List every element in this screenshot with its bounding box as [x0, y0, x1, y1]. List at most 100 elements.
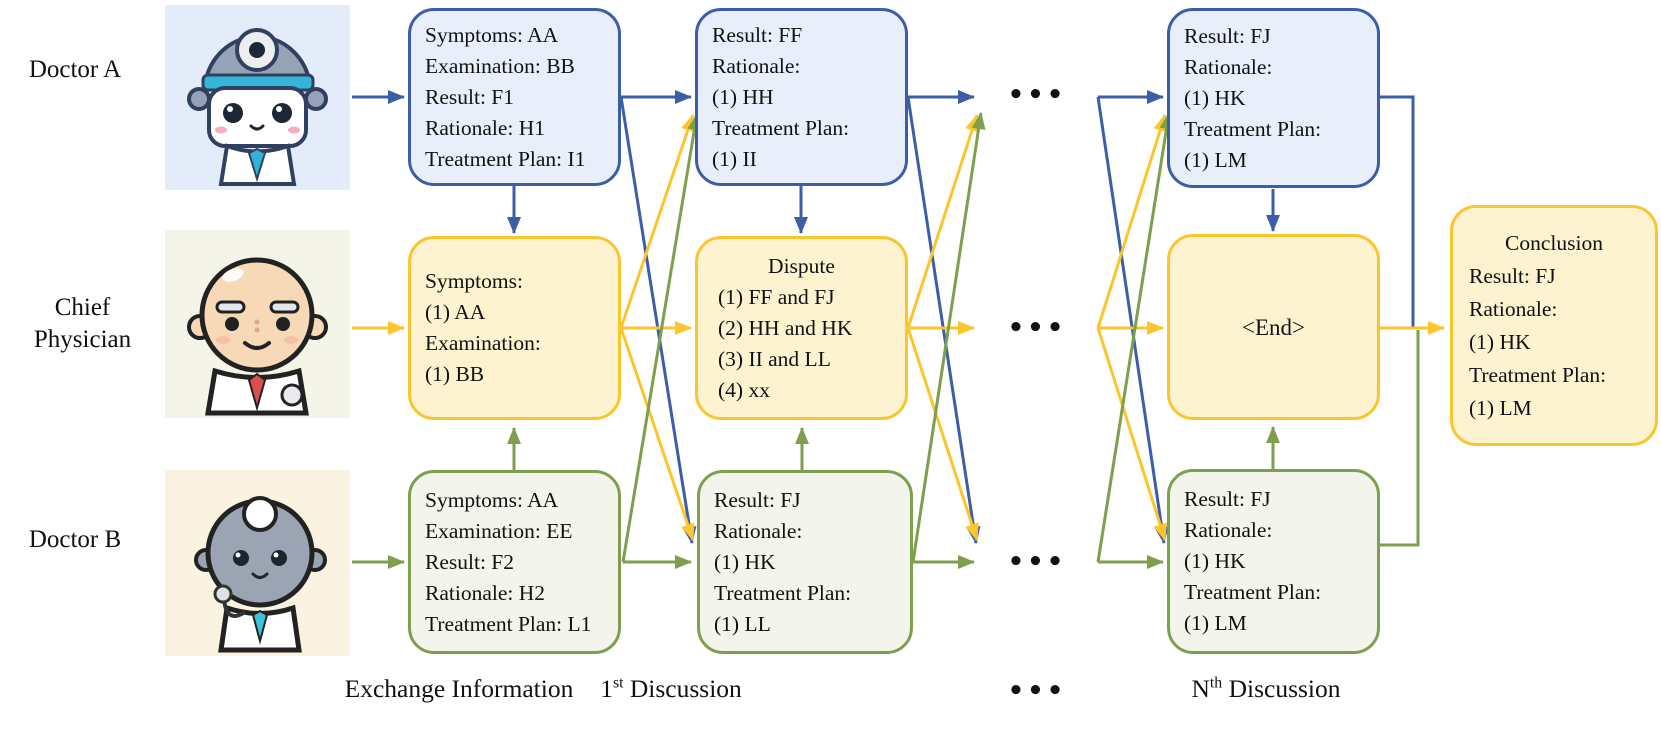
box-line: (3) II and LL: [718, 346, 831, 371]
chief-physician-arrows: [352, 114, 1445, 541]
caption-ordinal: th: [1209, 674, 1223, 692]
box-line: (1) II: [712, 146, 757, 171]
arrow-yellow: [906, 114, 979, 329]
caption-exchange-information: Exchange Information: [344, 674, 574, 703]
chief-physician-avatar: [165, 230, 350, 423]
box-line: (1) LM: [1469, 395, 1532, 420]
box-line: Examination:: [425, 331, 541, 355]
doctor-b-discussion1-box: Result: FJ Rationale: (1) HK Treatment Plan…: [697, 470, 913, 654]
conclusion-lines: Result: FJ Rationale: (1) HK Treatment Plan…: [1469, 260, 1639, 425]
doctor-a-discussion1-box: Result: FF Rationale: (1) HH Treatment Plan…: [695, 8, 908, 186]
dispute-title: Dispute: [768, 253, 835, 278]
box-line: (1) HK: [1184, 85, 1246, 110]
elder-physician-icon: [165, 230, 350, 418]
box-line: Examination: EE: [425, 518, 573, 543]
box-line: Treatment Plan:: [712, 115, 850, 140]
box-line: (1) HH: [712, 84, 774, 109]
arrow-yellow: [619, 114, 695, 329]
box-line: Treatment Plan: I1: [425, 146, 586, 171]
caption-ordinal: st: [612, 674, 624, 692]
row-label-doctor-a: Doctor A: [28, 56, 122, 83]
conclusion-box: Conclusion Result: FJ Rationale: (1) HK Tre…: [1450, 205, 1658, 446]
chief-label-line1: Chief: [54, 294, 111, 321]
doctor-b-discussionN-box: Result: FJ Rationale: (1) HK Treatment Plan…: [1167, 469, 1380, 654]
box-line: Result: FJ: [1469, 263, 1556, 288]
box-line: Result: F1: [425, 84, 515, 109]
chief-label-line2: Physician: [33, 326, 132, 353]
ellipsis-top: •••: [1007, 80, 1067, 110]
arrow-blue: [1096, 96, 1169, 544]
caption-num: N: [1191, 674, 1210, 703]
robot-doctor-blue-icon: [165, 5, 350, 190]
box-line: Rationale:: [1184, 54, 1273, 79]
arrow-yellow: [619, 327, 695, 541]
box-line: Treatment Plan:: [1184, 580, 1322, 604]
box-line: Result: FJ: [1184, 23, 1271, 48]
box-line: Rationale:: [1469, 296, 1558, 321]
box-line: (4) xx: [718, 377, 770, 402]
box-line: Result: FF: [712, 22, 803, 47]
caption-rest: Discussion: [623, 674, 742, 703]
box-line: Treatment Plan: L1: [425, 611, 592, 636]
chief-exchange-box: Symptoms: (1) AA Examination: (1) BB: [408, 236, 621, 420]
doctor-b-arrows: [352, 112, 1420, 569]
box-line: Result: FJ: [714, 487, 801, 512]
box-line: Treatment Plan:: [1469, 362, 1607, 387]
ellipsis-middle: •••: [1007, 313, 1067, 343]
conclusion-title: Conclusion: [1505, 230, 1603, 255]
doctor-a-avatar: [165, 5, 350, 195]
caption-nth-discussion: Nth Discussion: [1166, 674, 1366, 704]
box-line: Result: FJ: [1184, 487, 1271, 511]
box-line: (2) HH and HK: [718, 315, 853, 340]
arrow-green: [621, 113, 702, 563]
arrow-blue: [619, 96, 697, 544]
dispute-lines: (1) FF and FJ (2) HH and HK (3) II and LL (…: [718, 282, 885, 406]
box-line: Result: F2: [425, 549, 515, 574]
box-line: Rationale: H2: [425, 580, 546, 605]
arrow-green: [911, 112, 986, 563]
arrow-blue: [906, 96, 981, 544]
dispute-box: Dispute (1) FF and FJ (2) HH and HK (3) II…: [695, 236, 908, 420]
box-line: Rationale:: [714, 518, 803, 543]
box-line: Treatment Plan:: [714, 580, 852, 605]
box-line: (1) HK: [1184, 549, 1246, 573]
caption-ellipsis: •••: [1007, 676, 1067, 706]
arrow-yellow: [1096, 114, 1167, 329]
box-line: (1) HK: [1469, 329, 1531, 354]
box-line: Rationale:: [712, 53, 801, 78]
arrow-green-to-conclusion: [1380, 330, 1420, 547]
box-line: Symptoms: AA: [425, 487, 559, 512]
arrow-yellow: [1096, 327, 1167, 541]
box-line: Rationale:: [1184, 518, 1273, 542]
box-line: (1) HK: [714, 549, 776, 574]
box-line: (1) LL: [714, 611, 771, 636]
box-line: Rationale: H1: [425, 115, 546, 140]
arrow-blue-to-conclusion: [1380, 95, 1415, 329]
doctor-a-discussionN-box: Result: FJ Rationale: (1) HK Treatment Plan…: [1167, 8, 1380, 188]
box-line: (1) AA: [425, 300, 486, 324]
caption-first-discussion: 1st Discussion: [571, 674, 771, 704]
doctor-b-avatar: [165, 470, 350, 661]
row-label-doctor-b: Doctor B: [28, 526, 122, 553]
doctor-b-exchange-box: Symptoms: AA Examination: EE Result: F2 Rat…: [408, 470, 621, 654]
box-line: Treatment Plan:: [1184, 116, 1322, 141]
end-label: <End>: [1242, 314, 1305, 340]
box-line: Examination: BB: [425, 53, 575, 78]
doctor-a-arrows: [352, 90, 1415, 544]
ellipsis-bottom: •••: [1007, 547, 1067, 577]
caption-num: 1: [600, 674, 613, 703]
doctor-a-exchange-box: Symptoms: AA Examination: BB Result: F1 Rat…: [408, 8, 621, 186]
box-line: (1) BB: [425, 362, 485, 386]
box-line: Symptoms: AA: [425, 22, 559, 47]
row-label-chief-physician: Chief Physician: [0, 292, 165, 356]
caption-rest: Discussion: [1222, 674, 1341, 703]
robot-doctor-gray-icon: [165, 470, 350, 656]
end-box: <End>: [1167, 234, 1380, 420]
box-line: (1) LM: [1184, 147, 1247, 172]
box-line: (1) FF and FJ: [718, 284, 835, 309]
box-line: Symptoms:: [425, 269, 523, 293]
box-line: (1) LM: [1184, 611, 1247, 635]
arrow-green: [1096, 112, 1174, 563]
